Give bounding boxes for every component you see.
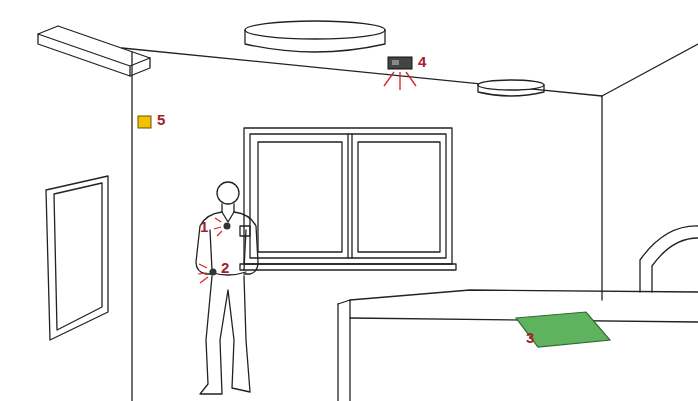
chest-sensor [214,218,231,236]
wall-sensor [138,116,151,128]
callout-number: 5 [157,112,165,127]
bed-sensor-mat [516,312,610,347]
ceiling-sensor [384,57,416,90]
wrist-sensor [198,264,217,283]
callout-number: 3 [526,330,534,345]
callout-number: 2 [221,260,229,275]
callout-number: 4 [418,54,426,69]
callout-number: 1 [200,219,208,234]
